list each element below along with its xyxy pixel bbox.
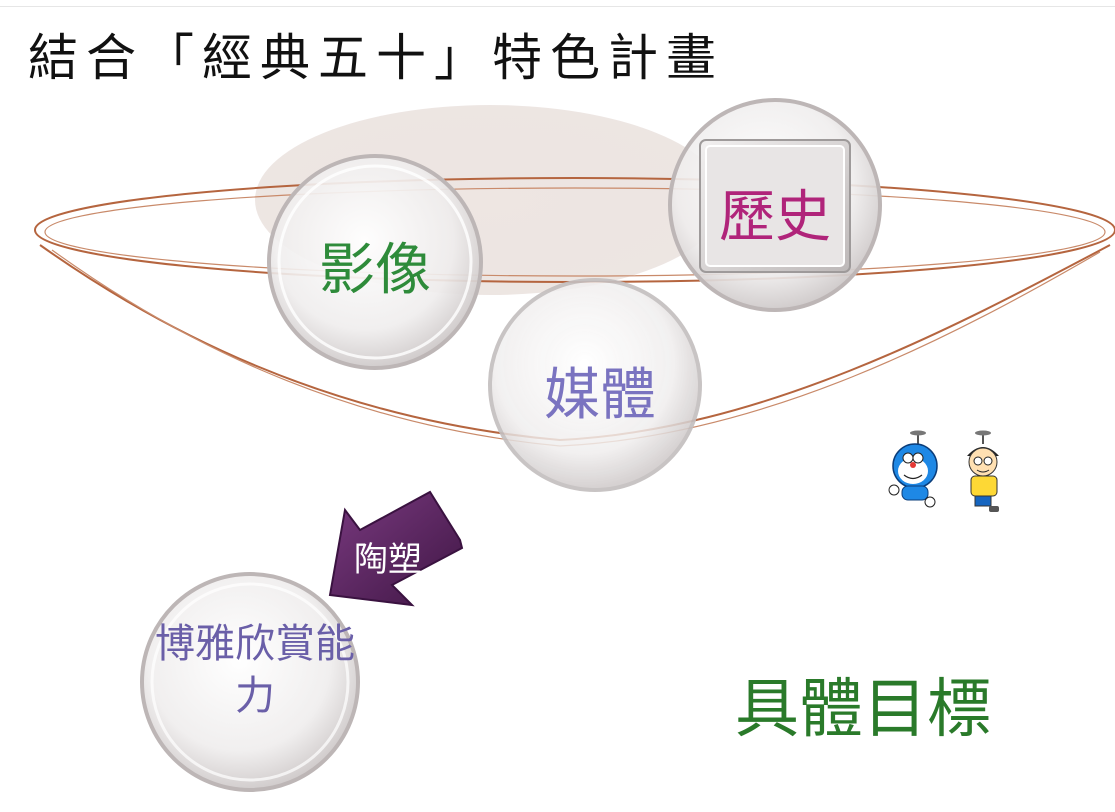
label-yingxiang: 影像 xyxy=(319,238,431,303)
arrow-taosu xyxy=(328,490,464,607)
label-meiti: 媒體 xyxy=(544,363,656,428)
label-lishi: 歷史 xyxy=(719,185,831,250)
bubble-meiti xyxy=(488,278,702,492)
bubble-target xyxy=(140,572,360,792)
doraemon-figure xyxy=(888,430,938,508)
nobita-figure xyxy=(967,430,999,512)
label-taosu: 陶塑 xyxy=(354,540,422,580)
top-divider xyxy=(0,6,1115,7)
bubble-yingxiang xyxy=(267,154,483,370)
label-target: 博雅欣賞能力 xyxy=(155,621,355,719)
label-goal: 具體目標 xyxy=(735,673,991,747)
slide-title: 結合「經典五十」特色計畫 xyxy=(28,29,724,87)
bubble-lishi xyxy=(668,98,882,312)
